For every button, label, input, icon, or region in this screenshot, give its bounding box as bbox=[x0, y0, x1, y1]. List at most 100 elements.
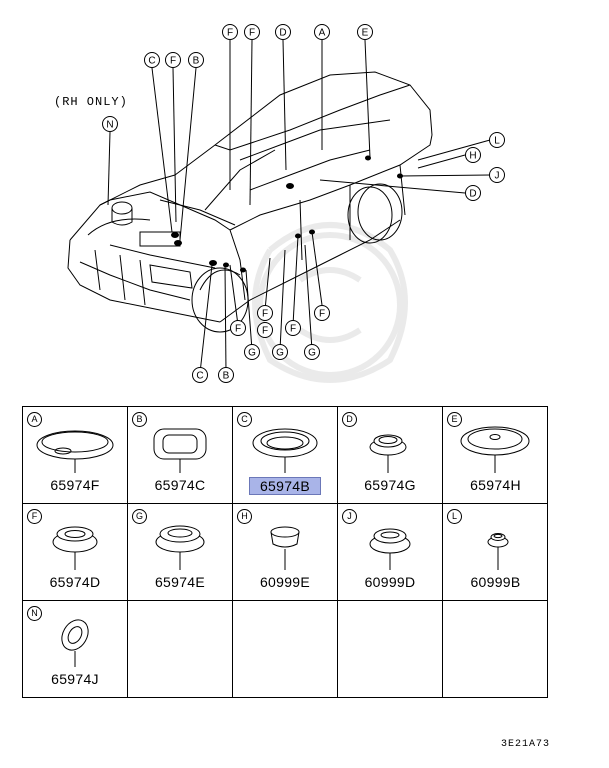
callout-circle bbox=[489, 132, 505, 148]
callout-letter: F bbox=[235, 324, 241, 335]
callout-letter: D bbox=[279, 28, 286, 39]
empty-cell bbox=[443, 601, 548, 698]
part-cell-c: C 65974B bbox=[233, 407, 338, 504]
callout-letter: F bbox=[227, 28, 233, 39]
part-letter: B bbox=[132, 412, 147, 427]
parts-table: A 65974F B 65974C C 65974B D 65974G E 65974H F 6597… bbox=[22, 406, 548, 698]
part-letter: D bbox=[342, 412, 357, 427]
part-cell-g: G 65974E bbox=[128, 504, 233, 601]
part-cell-l: L 60999B bbox=[443, 504, 548, 601]
callout-circle bbox=[285, 320, 301, 336]
part-number[interactable]: 60999B bbox=[470, 574, 521, 590]
callout-letter: E bbox=[362, 28, 369, 39]
part-number[interactable]: 65974G bbox=[364, 477, 416, 493]
empty-cell bbox=[338, 601, 443, 698]
grommet-icon bbox=[487, 533, 509, 570]
callout-letter: L bbox=[494, 136, 500, 147]
empty-cell bbox=[233, 601, 338, 698]
grommet-icon bbox=[155, 525, 205, 570]
part-number[interactable]: 65974J bbox=[51, 671, 99, 687]
callout-letter: C bbox=[148, 56, 155, 67]
callout-letter: D bbox=[469, 189, 476, 200]
part-letter: E bbox=[447, 412, 462, 427]
callout-letter: C bbox=[196, 371, 203, 382]
callout-circle bbox=[275, 24, 291, 40]
callout-circle bbox=[165, 52, 181, 68]
callout-circle bbox=[222, 24, 238, 40]
part-number[interactable]: 60999D bbox=[364, 574, 416, 590]
callout-circle bbox=[230, 320, 246, 336]
callout-letter: F bbox=[170, 56, 176, 67]
callout-circle bbox=[218, 367, 234, 383]
callout-circle bbox=[489, 167, 505, 183]
callout-circle bbox=[465, 147, 481, 163]
callout-circle bbox=[314, 305, 330, 321]
part-letter: A bbox=[27, 412, 42, 427]
part-cell-e: E 65974H bbox=[443, 407, 548, 504]
part-cell-f: F 65974D bbox=[23, 504, 128, 601]
callout-letter: G bbox=[276, 348, 284, 359]
part-cell-d: D 65974G bbox=[338, 407, 443, 504]
callout-circle bbox=[257, 305, 273, 321]
callout-circle bbox=[144, 52, 160, 68]
part-cell-n: N 65974J bbox=[23, 601, 128, 698]
part-cell-h: H 60999E bbox=[233, 504, 338, 601]
part-letter: G bbox=[132, 509, 147, 524]
callout-letter: F bbox=[249, 28, 255, 39]
callout-circle bbox=[314, 24, 330, 40]
part-letter: N bbox=[27, 606, 42, 621]
part-cell-b: B 65974C bbox=[128, 407, 233, 504]
grommet-icon bbox=[61, 619, 89, 667]
callout-letter: F bbox=[262, 309, 268, 320]
leader-lines bbox=[107, 39, 491, 374]
part-letter: H bbox=[237, 509, 252, 524]
grommet-icon bbox=[369, 434, 407, 473]
part-letter: L bbox=[447, 509, 462, 524]
rh-only-note: (RH ONLY) bbox=[54, 95, 128, 109]
part-cell-a: A 65974F bbox=[23, 407, 128, 504]
callout-letter: F bbox=[319, 309, 325, 320]
callout-letter: F bbox=[290, 324, 296, 335]
callout-circle bbox=[244, 24, 260, 40]
callout-letter: B bbox=[193, 56, 200, 67]
callout-letter: G bbox=[248, 348, 256, 359]
drawing-code: 3E21A73 bbox=[501, 739, 551, 750]
callout-letter: B bbox=[223, 371, 230, 382]
callout-circle bbox=[465, 185, 481, 201]
callout-letter: N bbox=[106, 120, 113, 131]
part-letter: J bbox=[342, 509, 357, 524]
callout-circle bbox=[272, 344, 288, 360]
grommet-icon bbox=[270, 526, 300, 570]
grommet-icon bbox=[369, 528, 411, 570]
callout-letter: H bbox=[469, 151, 476, 162]
callout-circle bbox=[102, 116, 118, 132]
part-number[interactable]: 65974E bbox=[154, 574, 206, 590]
callout-circle bbox=[188, 52, 204, 68]
car-outline bbox=[67, 71, 433, 323]
grommet-markers bbox=[171, 155, 403, 273]
callout-letter: J bbox=[495, 171, 500, 182]
grommet-icon bbox=[153, 428, 207, 473]
callout-letter: G bbox=[308, 348, 316, 359]
part-number[interactable]: 65974H bbox=[470, 477, 521, 493]
part-letter: F bbox=[27, 509, 42, 524]
part-number[interactable]: 65974D bbox=[49, 574, 101, 590]
grommet-icon bbox=[460, 426, 530, 473]
part-letter: C bbox=[237, 412, 252, 427]
callout-letter: F bbox=[262, 326, 268, 337]
wheels bbox=[191, 183, 403, 333]
empty-cell bbox=[128, 601, 233, 698]
part-number[interactable]: 65974F bbox=[50, 477, 100, 493]
part-number[interactable]: 65974C bbox=[154, 477, 206, 493]
callout-circle bbox=[304, 344, 320, 360]
part-number[interactable]: 65974B bbox=[249, 477, 321, 495]
callout-circle bbox=[257, 322, 273, 338]
callout-circle bbox=[357, 24, 373, 40]
part-cell-j: J 60999D bbox=[338, 504, 443, 601]
callout-circle bbox=[192, 367, 208, 383]
grommet-icon bbox=[52, 526, 98, 570]
part-number[interactable]: 60999E bbox=[259, 574, 311, 590]
callout-circle bbox=[244, 344, 260, 360]
